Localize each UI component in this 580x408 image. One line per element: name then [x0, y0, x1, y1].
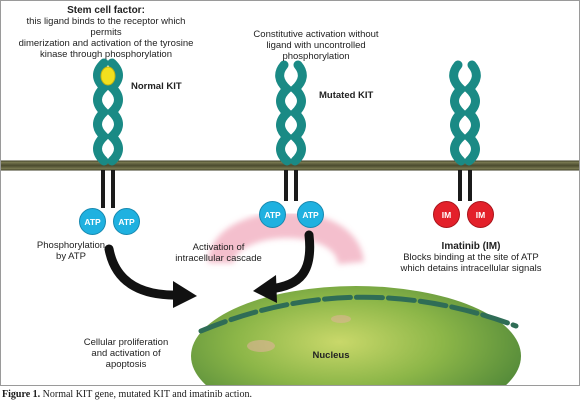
- normal-kit-receptor: [93, 58, 123, 208]
- proliferation-label: Cellular proliferation and activation of…: [71, 337, 181, 370]
- atp-chip: ATP: [79, 208, 106, 235]
- atp-chip: ATP: [259, 201, 286, 228]
- stem-cell-factor-label: Stem cell factor: this ligand binds to t…: [11, 5, 201, 60]
- phosphorylation-label: Phosphorylation by ATP: [31, 240, 111, 262]
- constitutive-line: ligand with uncontrolled: [266, 40, 366, 51]
- imatinib-line: which detains intracellular signals: [400, 263, 542, 274]
- nucleus: [191, 286, 521, 385]
- imatinib-kit-receptor: [449, 60, 481, 201]
- cascade-label: Activation of intracellular cascade: [166, 242, 271, 264]
- figure-caption: Figure 1. Normal KIT gene, mutated KIT a…: [2, 389, 578, 400]
- imatinib-chip: IM: [467, 201, 494, 228]
- mutated-kit-label: Mutated KIT: [319, 90, 374, 101]
- stem-cell-factor-line: this ligand binds to the receptor which …: [26, 16, 186, 38]
- proliferation-line: and activation of: [91, 348, 161, 359]
- phosphorylation-line: Phosphorylation: [36, 240, 106, 251]
- imatinib-label: Imatinib (IM) Blocks binding at the site…: [391, 241, 551, 274]
- nucleus-label: Nucleus: [312, 350, 350, 361]
- mutated-kit-receptor: [275, 60, 307, 201]
- figure-panel: Stem cell factor: this ligand binds to t…: [0, 0, 580, 386]
- stem-cell-factor-line: dimerization and activation of the tyros…: [18, 38, 194, 49]
- cascade-arrow: [264, 230, 315, 294]
- stem-cell-factor-line: kinase through phosphorylation: [39, 49, 173, 60]
- constitutive-line: phosphorylation: [282, 51, 350, 62]
- phosphorylation-line: by ATP: [56, 251, 86, 262]
- stem-cell-factor-title: Stem cell factor:: [67, 5, 145, 16]
- imatinib-chip: IM: [433, 201, 460, 228]
- cascade-line: intracellular cascade: [175, 253, 262, 264]
- proliferation-line: Cellular proliferation: [83, 337, 169, 348]
- ligand-stem-cell-factor: [100, 66, 116, 86]
- atp-chip: ATP: [113, 208, 140, 235]
- phosphorylation-arrow: [104, 244, 184, 300]
- proliferation-line: apoptosis: [105, 359, 147, 370]
- cascade-line: Activation of: [192, 242, 245, 253]
- constitutive-line: Constitutive activation without: [253, 29, 379, 40]
- caption-label: Figure 1.: [2, 389, 41, 400]
- imatinib-title: Imatinib (IM): [441, 241, 501, 252]
- diagram-artwork: [1, 58, 579, 385]
- cell-membrane: [1, 161, 579, 170]
- caption-text: Normal KIT gene, mutated KIT and imatini…: [40, 389, 252, 400]
- constitutive-label: Constitutive activation without ligand w…: [241, 29, 391, 62]
- normal-kit-label: Normal KIT: [131, 81, 182, 92]
- imatinib-line: Blocks binding at the site of ATP: [403, 252, 539, 263]
- cascade-glow: [208, 212, 364, 266]
- atp-chip: ATP: [297, 201, 324, 228]
